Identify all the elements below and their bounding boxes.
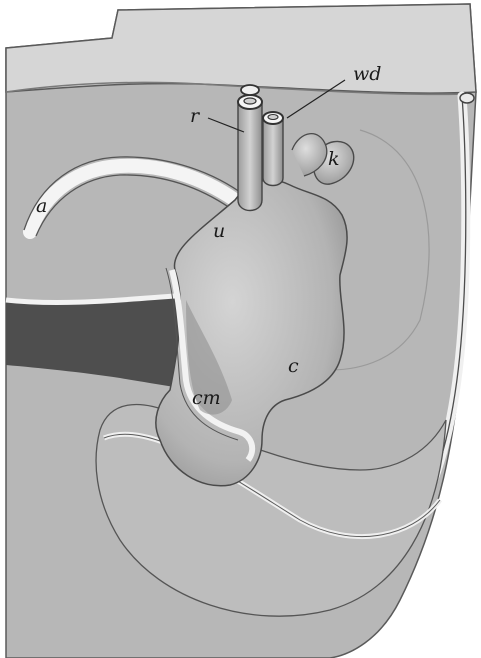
label-k: k: [328, 148, 340, 170]
label-u: u: [213, 220, 225, 242]
tube-r-top-ring: [241, 85, 259, 95]
upper-surface: [6, 4, 476, 93]
right-duct-opening: [460, 93, 474, 103]
tube-wd: [263, 118, 283, 186]
tube-r: [238, 104, 262, 211]
tube-r-opening-inner: [244, 98, 256, 104]
tube-wd-opening-inner: [268, 115, 278, 120]
label-c: c: [288, 355, 299, 377]
label-cm: cm: [192, 387, 221, 409]
label-a: a: [36, 195, 47, 217]
label-wd: wd: [353, 63, 381, 85]
